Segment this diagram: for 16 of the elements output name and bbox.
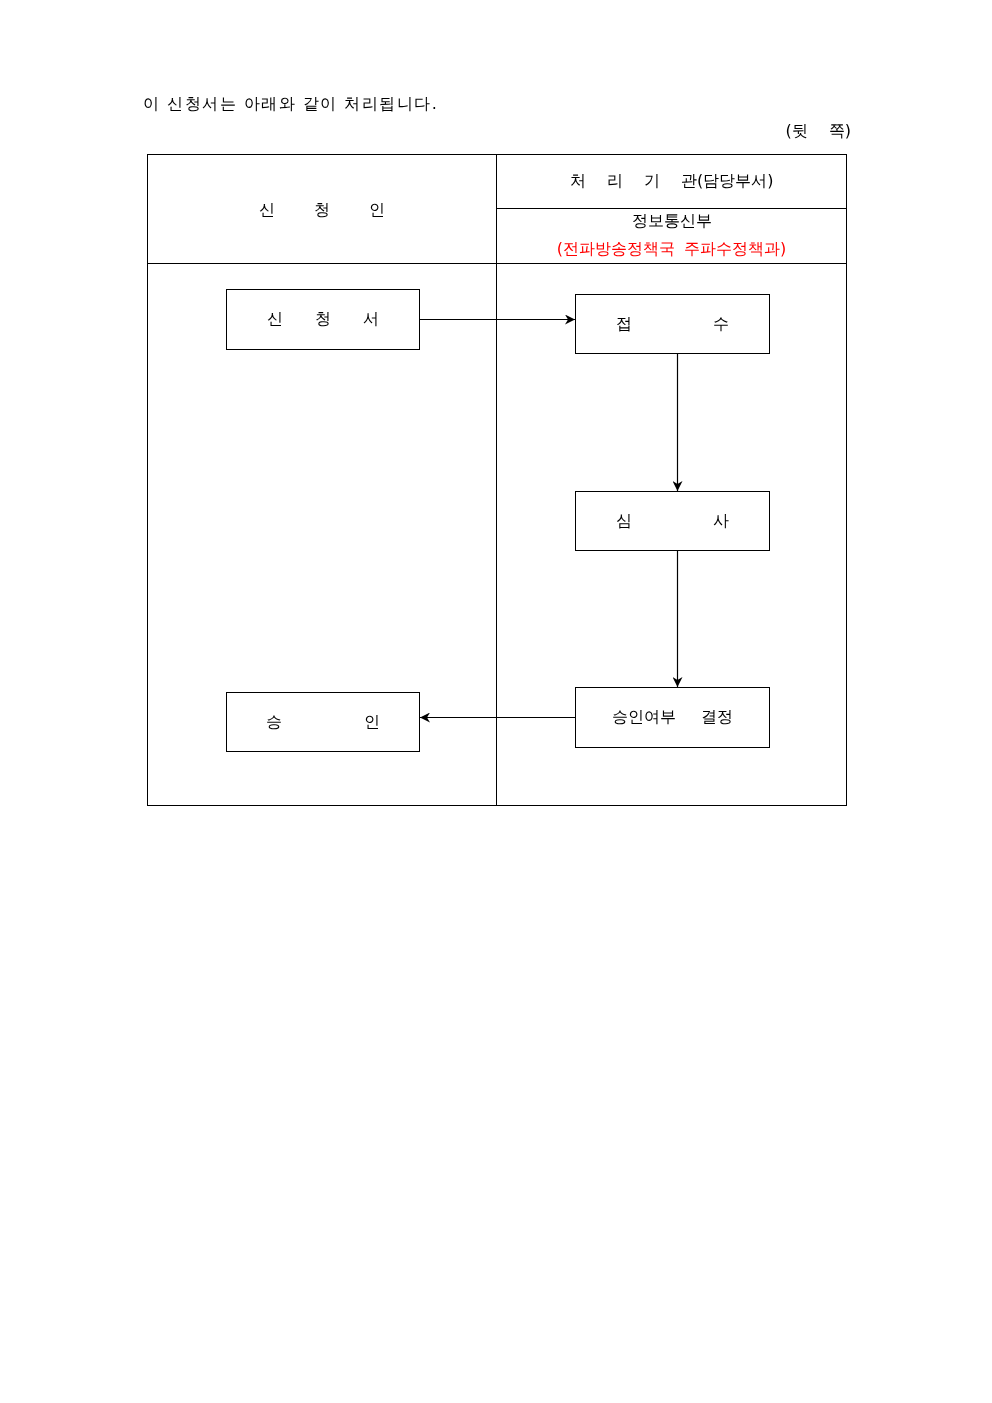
process-box: 심 사 (575, 491, 770, 551)
arrow (672, 353, 683, 492)
process-box: 승인여부 결정 (575, 687, 770, 748)
title-text: 이 신청서는 아래와 같이 처리됩니다. (143, 94, 439, 114)
page-side-note: (뒷 쪽) (785, 121, 851, 141)
lane-heading: 처 리 기 관(담당부서) (569, 171, 774, 190)
process-box: 신 청 서 (226, 289, 420, 350)
arrow (419, 712, 576, 723)
department-name: 정보통신부 (631, 211, 712, 230)
process-box: 접 수 (575, 294, 770, 354)
office-name: (전파방송정책국 주파수정책과) (556, 239, 787, 258)
arrow (419, 314, 576, 325)
process-box: 승 인 (226, 692, 420, 752)
arrow (672, 550, 683, 688)
swimlane-column (496, 154, 847, 806)
lane-heading: 신 청 인 (258, 200, 386, 219)
